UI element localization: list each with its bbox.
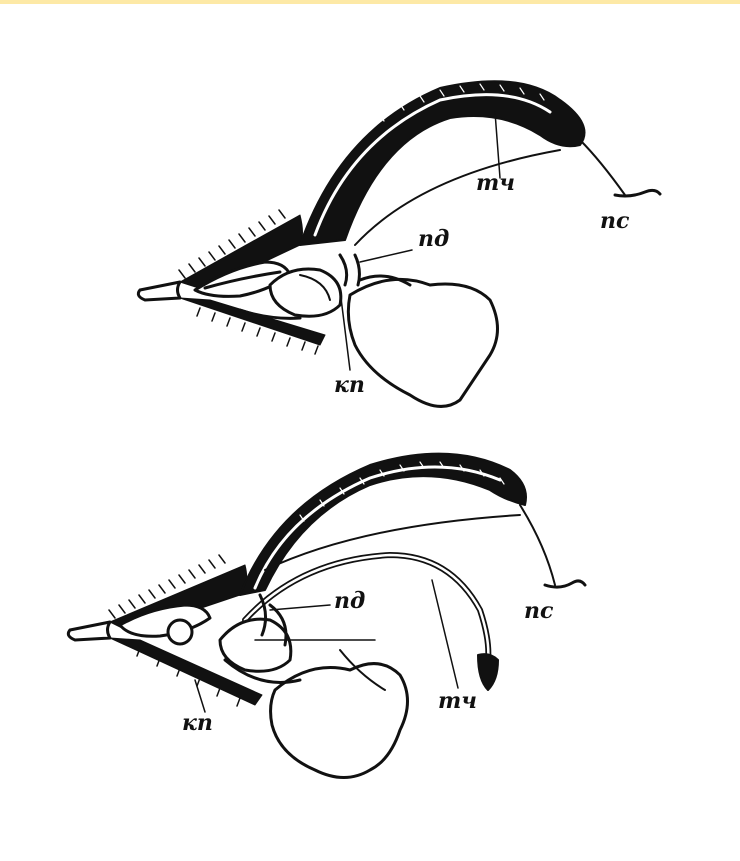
top-label-kp: кп: [334, 374, 365, 396]
top-pd-pointer: [360, 250, 412, 262]
top-body-sac: [348, 279, 497, 406]
bottom-head-tip: [68, 622, 110, 640]
top-tch-pointer: [495, 112, 500, 178]
bottom-label-ps: пс: [524, 600, 553, 622]
top-figure: [138, 81, 660, 406]
bottom-ps-end: [545, 581, 585, 587]
bottom-label-pd: пд: [334, 590, 365, 612]
top-label-ps: пс: [600, 210, 629, 232]
bottom-pd-pointer: [270, 605, 330, 610]
bottom-kp-pointer: [195, 680, 205, 712]
top-pd-hooks: [340, 255, 359, 285]
bottom-tch-pointer: [432, 580, 458, 688]
top-label-pd: пд: [418, 228, 449, 250]
bottom-label-tch: тч: [438, 690, 477, 712]
top-head-tip: [138, 282, 180, 300]
bottom-label-kp: кп: [182, 712, 213, 734]
top-label-tch: тч: [476, 172, 515, 194]
bottom-tch-tip: [478, 654, 498, 690]
bottom-ps-stalk: [520, 505, 555, 585]
bottom-figure: [68, 454, 585, 778]
top-ps-stalk: [580, 140, 625, 195]
